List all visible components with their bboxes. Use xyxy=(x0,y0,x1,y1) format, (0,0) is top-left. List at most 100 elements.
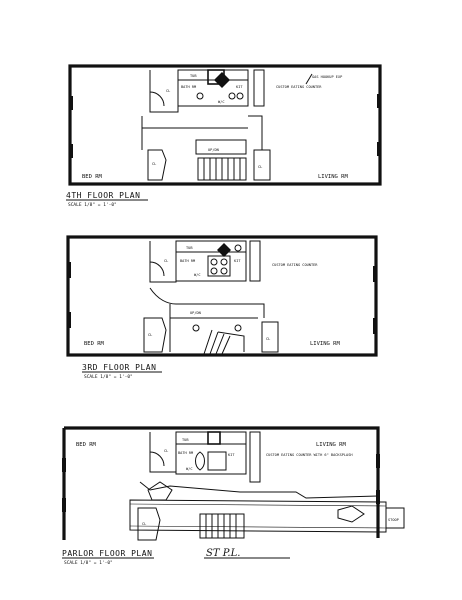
door-swing xyxy=(149,261,165,277)
window xyxy=(373,266,377,282)
window xyxy=(62,498,66,512)
plan-caption: 4TH FLOOR PLAN xyxy=(66,191,140,200)
sink xyxy=(228,92,236,100)
third-floor-plan: CL TUB BATH RM W/C KIT CUSTOM EATING COU… xyxy=(66,235,378,380)
kit-label: KIT xyxy=(236,85,243,89)
window xyxy=(67,262,71,278)
fourth-floor-exterior-walls xyxy=(68,64,382,186)
plan-caption: 3RD FLOOR PLAN xyxy=(82,363,156,372)
stair-label: UP/DN xyxy=(190,311,201,315)
bath-label: BATH RM xyxy=(178,451,194,455)
plan-scale: SCALE 1/8" = 1'-0" xyxy=(68,202,117,208)
closet-label: CL xyxy=(166,89,170,93)
parlor-floor-plan: CL TUB BATH RM KIT W/C CUSTOM EATING COU… xyxy=(62,426,405,566)
bed-room-label: BED RM xyxy=(76,442,97,448)
newel xyxy=(192,324,200,332)
window xyxy=(67,312,71,328)
closet-right xyxy=(253,149,271,181)
stoop-landing xyxy=(337,505,365,523)
burner xyxy=(210,267,218,275)
window xyxy=(376,490,380,504)
bed-room-label: BED RM xyxy=(82,174,103,180)
door-swing xyxy=(149,91,165,107)
living-room-label: LIVING RM xyxy=(310,341,340,347)
closet-right-label: CL xyxy=(258,165,262,169)
plan-caption: PARLOR FLOOR PLAN xyxy=(62,549,152,558)
window xyxy=(69,96,73,110)
landing xyxy=(195,139,247,155)
stair-treads xyxy=(203,329,245,355)
stoop-label: STOOP xyxy=(388,518,399,522)
entry-hall xyxy=(129,499,387,533)
eating-counter xyxy=(253,69,265,107)
closet-walls xyxy=(149,241,177,283)
wc-label: W/C xyxy=(186,467,193,471)
burner xyxy=(220,267,228,275)
living-room-label: LIVING RM xyxy=(318,174,348,180)
closet-lower xyxy=(143,317,167,353)
signature: ST P.L. xyxy=(206,548,240,559)
counter-label: CUSTOM EATING COUNTER xyxy=(276,85,322,89)
stair-treads xyxy=(197,157,247,181)
window xyxy=(373,318,377,334)
closet-lower-label: CL xyxy=(148,333,152,337)
closet-lower-label: CL xyxy=(152,162,156,166)
bath-label: BATH RM xyxy=(181,85,197,89)
note-leader xyxy=(305,73,313,85)
window xyxy=(62,458,66,472)
tub-label: TUB xyxy=(186,246,193,250)
burner xyxy=(210,258,218,266)
stair-enclosure xyxy=(169,304,258,352)
window xyxy=(376,454,380,468)
plan-scale: SCALE 1/8" = 1'-0" xyxy=(84,374,133,380)
closet-right-label: CL xyxy=(266,337,270,341)
fourth-floor-plan: CL TUB BATH RM W/C KIT CUSTOM EATING COU… xyxy=(66,64,382,208)
door-swing xyxy=(149,451,165,467)
sink xyxy=(234,244,242,252)
eating-counter xyxy=(249,431,261,483)
closet-label: CL xyxy=(164,259,168,263)
tub-label: TUB xyxy=(190,74,197,78)
kitchen-fixture xyxy=(217,243,231,257)
eating-counter xyxy=(249,240,261,282)
kit-label: KIT xyxy=(234,259,241,263)
burner xyxy=(220,258,228,266)
window xyxy=(69,144,73,158)
range xyxy=(207,451,227,471)
stoop xyxy=(386,507,405,529)
closet-right xyxy=(261,321,279,353)
hall-walls xyxy=(141,115,263,150)
plan-scale: SCALE 1/8" = 1'-0" xyxy=(64,560,113,566)
counter-label: CUSTOM EATING COUNTER xyxy=(272,263,318,267)
bathroom xyxy=(175,240,247,282)
vanity xyxy=(207,431,221,445)
hall-wall xyxy=(139,481,379,499)
tub-label: TUB xyxy=(182,438,189,442)
counter-label: CUSTOM EATING COUNTER WITH 6" BACKSPLASH xyxy=(266,453,353,457)
closet-label: CL xyxy=(164,449,168,453)
hall-wall xyxy=(149,287,265,318)
wc-label: W/C xyxy=(218,100,225,104)
newel xyxy=(234,324,242,332)
third-floor-exterior-walls xyxy=(66,235,378,357)
kitchen-fixture xyxy=(214,72,230,88)
window xyxy=(377,94,381,108)
closet-vestibule xyxy=(147,481,173,501)
range xyxy=(207,255,231,277)
wc-label: W/C xyxy=(194,273,201,277)
toilet xyxy=(196,92,204,100)
closet-lower-label: CL xyxy=(142,522,146,526)
closet-lower xyxy=(147,149,167,181)
closet-lower xyxy=(137,507,161,541)
window xyxy=(377,142,381,156)
living-room-label: LIVING RM xyxy=(316,442,346,448)
sink xyxy=(236,92,244,100)
stair-treads xyxy=(199,513,245,539)
stair-label: UP/DN xyxy=(208,148,219,152)
gas-note: GAS HOOKUP EXP xyxy=(312,75,342,79)
bath-label: BATH RM xyxy=(180,259,196,263)
toilet xyxy=(195,451,205,471)
hall-hatch xyxy=(129,503,387,529)
kit-label: KIT xyxy=(228,453,235,457)
